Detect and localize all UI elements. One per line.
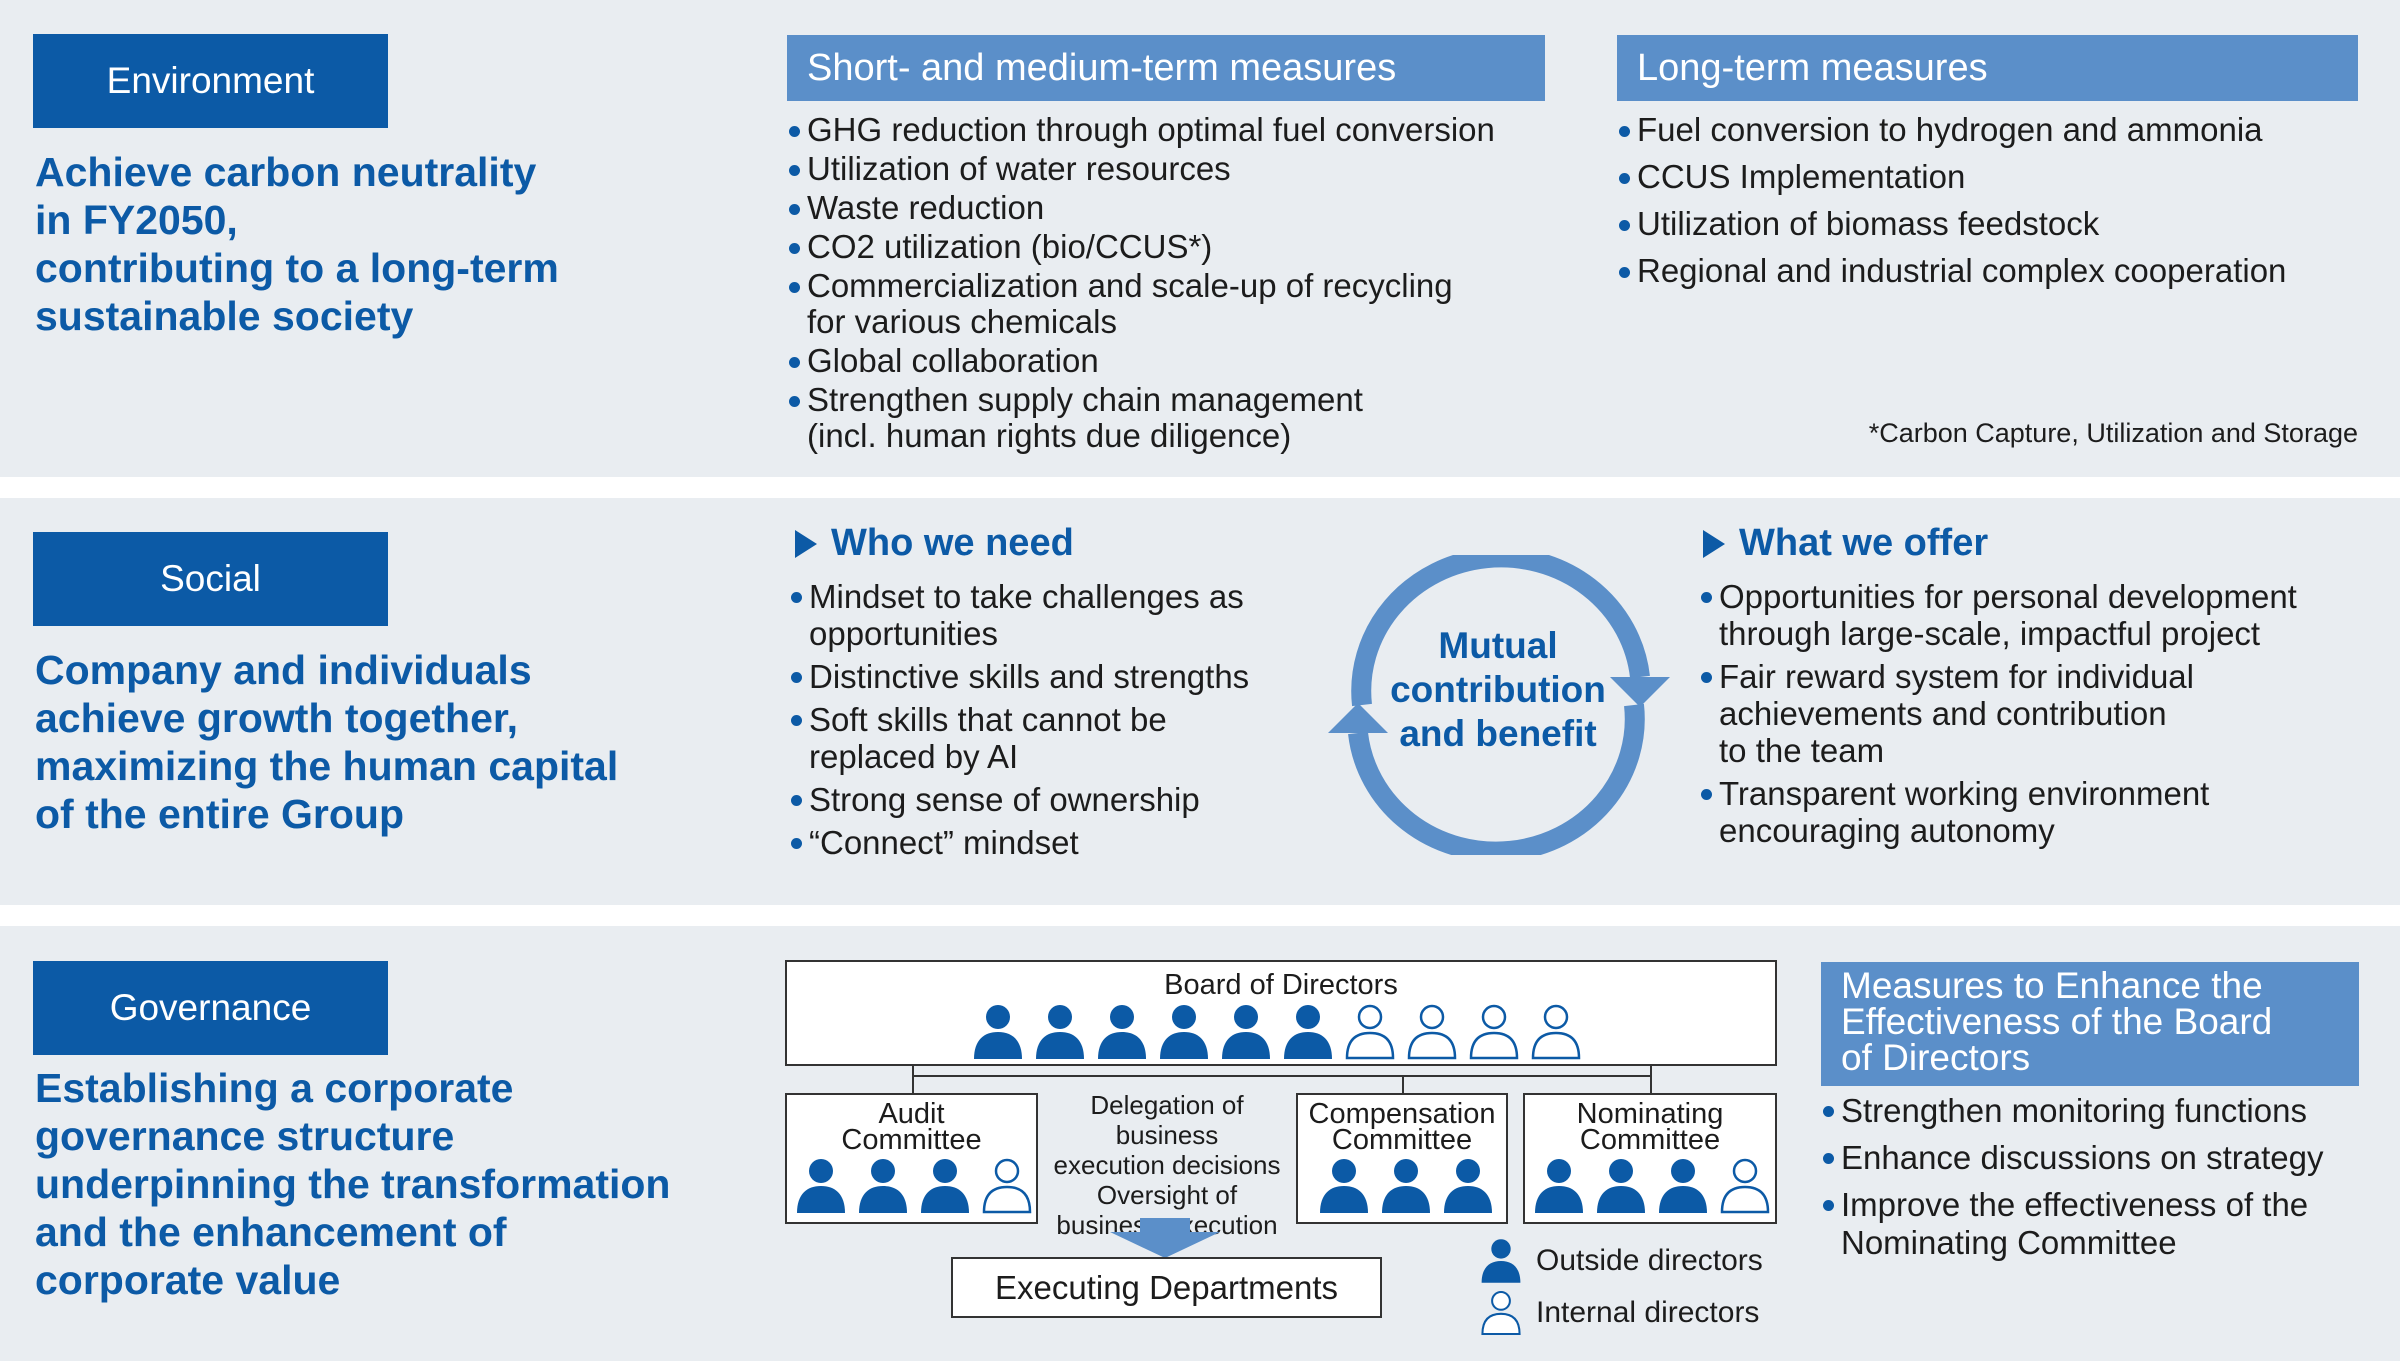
executing-departments-box: Executing Departments — [951, 1257, 1382, 1318]
social-tag: Social — [33, 532, 388, 626]
governance-tag: Governance — [33, 961, 388, 1055]
ccus-footnote: *Carbon Capture, Utilization and Storage — [1868, 418, 2358, 448]
list-item: GHG reduction through optimal fuel conve… — [787, 112, 1587, 148]
outside-director-icon — [1444, 1159, 1492, 1213]
short-medium-list: GHG reduction through optimal fuel conve… — [787, 112, 1587, 454]
governance-headline: Establishing a corporate governance stru… — [35, 1065, 671, 1303]
outside-director-icon — [1382, 1159, 1430, 1213]
list-item: Distinctive skills and strengths — [789, 658, 1319, 695]
down-arrow-icon — [1110, 1218, 1220, 1258]
who-we-need-title: Who we need — [831, 522, 1074, 564]
outside-director-icon — [1597, 1159, 1645, 1213]
list-item: Fair reward system for individual achiev… — [1699, 658, 2379, 769]
compensation-title: Compensation Committee — [1308, 1098, 1496, 1156]
audit-committee-box: Audit Committee — [785, 1093, 1038, 1224]
list-item: Transparent working environment encourag… — [1699, 775, 2379, 849]
outside-director-icon — [1222, 1005, 1270, 1059]
nominating-members — [1533, 1158, 1771, 1214]
social-headline: Company and individuals achieve growth t… — [35, 647, 619, 837]
long-term-header: Long-term measures — [1617, 35, 2358, 101]
outside-director-icon — [859, 1159, 907, 1213]
list-item: Strengthen supply chain management (incl… — [787, 382, 1587, 454]
what-we-offer-list: Opportunities for personal development t… — [1699, 578, 2379, 849]
internal-director-icon — [1407, 1004, 1457, 1060]
who-we-need-header: Who we need — [795, 522, 1074, 565]
list-item: Waste reduction — [787, 190, 1587, 226]
outside-director-icon — [1320, 1159, 1368, 1213]
environment-headline: Achieve carbon neutrality in FY2050, con… — [35, 149, 559, 339]
outside-director-icon — [1535, 1159, 1583, 1213]
list-item: Improve the effectiveness of the Nominat… — [1821, 1186, 2391, 1262]
outside-director-icon — [1160, 1005, 1208, 1059]
legend-internal-label: Internal directors — [1536, 1296, 1760, 1329]
triangle-right-icon — [1703, 529, 1725, 558]
what-we-offer-title: What we offer — [1739, 522, 1989, 564]
cycle-label: Mutual contribution and benefit — [1390, 625, 1606, 754]
list-item: Fuel conversion to hydrogen and ammonia — [1617, 112, 2377, 148]
list-item: Utilization of biomass feedstock — [1617, 206, 2377, 242]
list-item: Regional and industrial complex cooperat… — [1617, 253, 2377, 289]
triangle-right-icon — [795, 529, 817, 558]
legend-internal: Internal directors — [1480, 1290, 1759, 1336]
internal-director-icon — [1720, 1158, 1770, 1214]
connector-lines — [912, 1064, 1652, 1094]
cycle-arrows-icon — [1328, 555, 1670, 855]
internal-director-icon — [1531, 1004, 1581, 1060]
legend-outside: Outside directors — [1480, 1238, 1763, 1284]
internal-director-icon — [1481, 1290, 1521, 1336]
audit-members — [795, 1158, 1033, 1214]
outside-director-icon — [1284, 1005, 1332, 1059]
board-members — [972, 1004, 1582, 1060]
nominating-committee-box: Nominating Committee — [1523, 1093, 1777, 1224]
list-item: Mindset to take challenges as opportunit… — [789, 578, 1319, 652]
internal-director-icon — [1345, 1004, 1395, 1060]
list-item: Utilization of water resources — [787, 151, 1587, 187]
legend-outside-label: Outside directors — [1536, 1244, 1763, 1277]
compensation-committee-box: Compensation Committee — [1296, 1093, 1508, 1224]
outside-director-icon — [1098, 1005, 1146, 1059]
outside-director-icon — [1481, 1239, 1521, 1283]
outside-director-icon — [921, 1159, 969, 1213]
outside-director-icon — [797, 1159, 845, 1213]
who-we-need-list: Mindset to take challenges as opportunit… — [789, 578, 1319, 861]
list-item: Enhance discussions on strategy — [1821, 1139, 2391, 1177]
list-item: CCUS Implementation — [1617, 159, 2377, 195]
list-item: Opportunities for personal development t… — [1699, 578, 2379, 652]
list-item: Commercialization and scale-up of recycl… — [787, 268, 1587, 340]
nominating-title: Nominating Committee — [1576, 1098, 1724, 1156]
list-item: CO2 utilization (bio/CCUS*) — [787, 229, 1587, 265]
list-item: Soft skills that cannot be replaced by A… — [789, 701, 1319, 775]
board-title: Board of Directors — [1164, 969, 1398, 1001]
outside-director-icon — [1659, 1159, 1707, 1213]
board-of-directors-box: Board of Directors — [785, 960, 1777, 1066]
outside-director-icon — [974, 1005, 1022, 1059]
internal-director-icon — [982, 1158, 1032, 1214]
internal-director-icon — [1469, 1004, 1519, 1060]
what-we-offer-header: What we offer — [1703, 522, 1988, 565]
list-item: “Connect” mindset — [789, 824, 1319, 861]
audit-title: Audit Committee — [841, 1098, 982, 1156]
measures-header: Measures to Enhance the Effectiveness of… — [1821, 962, 2359, 1086]
list-item: Strengthen monitoring functions — [1821, 1092, 2391, 1130]
compensation-members — [1318, 1158, 1494, 1214]
short-medium-header: Short- and medium-term measures — [787, 35, 1545, 101]
environment-tag: Environment — [33, 34, 388, 128]
list-item: Global collaboration — [787, 343, 1587, 379]
social-band — [0, 498, 2400, 905]
list-item: Strong sense of ownership — [789, 781, 1319, 818]
outside-director-icon — [1036, 1005, 1084, 1059]
